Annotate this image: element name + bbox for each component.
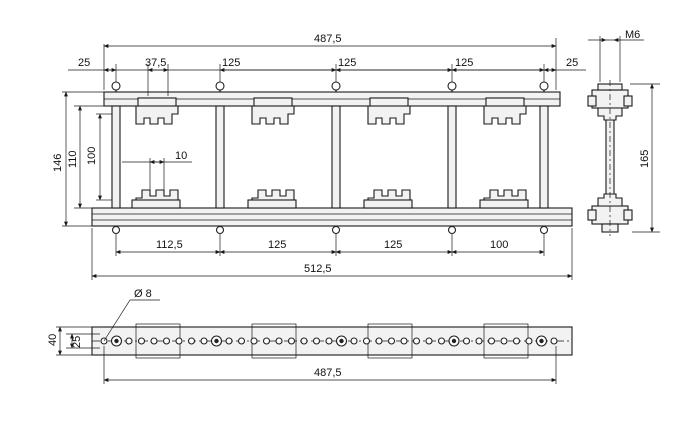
small-hole	[125, 337, 133, 345]
dim-slot: 10	[175, 150, 187, 162]
bolt-center	[114, 338, 119, 344]
small-hole	[287, 337, 296, 345]
dim-span2: 125	[338, 57, 356, 69]
front-left-dimensions: 146 110 100	[52, 91, 112, 227]
small-hole	[262, 337, 271, 345]
small-hole	[362, 337, 371, 345]
slot-dimension: 10	[122, 150, 192, 190]
small-hole	[250, 337, 258, 345]
bolt-center	[539, 338, 544, 344]
small-hole	[300, 337, 308, 345]
dim-base-width: 40	[47, 334, 59, 346]
dim-base-inner: 25	[71, 336, 83, 348]
dim-side-height: 165	[639, 150, 651, 168]
dim-bottom-span4: 100	[490, 239, 508, 251]
bolt-center	[339, 338, 344, 344]
dim-thread: M6	[625, 29, 640, 41]
dim-inner-height: 100	[86, 147, 98, 165]
front-view	[91, 81, 573, 235]
small-hole	[425, 337, 433, 345]
bottom-view	[91, 323, 573, 359]
vertical-posts	[111, 105, 549, 209]
bottom-view-dimensions: 40 25 Ø 8 487,5	[47, 288, 557, 384]
small-hole	[200, 337, 208, 345]
small-hole	[225, 337, 233, 345]
dim-hole-diameter: Ø 8	[134, 288, 152, 300]
dim-outer-height: 146	[52, 154, 64, 172]
bottom-nuts	[111, 225, 549, 235]
dim-bottom-span2: 125	[268, 239, 286, 251]
top-bolts	[111, 81, 549, 92]
small-hole	[400, 337, 408, 345]
small-hole	[437, 337, 446, 345]
bottom-clamps	[131, 189, 529, 209]
front-top-dimensions: 487,5 25 37,5 125 125 125 25	[68, 33, 586, 96]
small-hole	[550, 337, 558, 345]
small-hole	[500, 337, 508, 345]
small-hole	[237, 337, 246, 345]
small-hole	[512, 337, 521, 345]
dim-bottom-span1: 112,5	[156, 239, 183, 251]
dim-span1: 125	[222, 57, 240, 69]
base-holes	[100, 335, 558, 347]
small-hole	[175, 337, 183, 345]
dim-left-end: 25	[78, 57, 90, 69]
dim-bottom-span3: 125	[384, 239, 402, 251]
small-hole	[387, 337, 396, 345]
small-hole	[412, 337, 421, 345]
small-hole	[275, 337, 283, 345]
small-hole	[487, 337, 496, 345]
dim-mid-height: 110	[67, 150, 79, 168]
top-clamps	[135, 97, 527, 125]
dim-right-end: 25	[566, 57, 578, 69]
small-hole	[312, 337, 321, 345]
small-hole	[137, 337, 146, 345]
front-bottom-dimensions: 112,5 125 125 100 512,5	[91, 228, 573, 280]
dim-base-overall: 487,5	[314, 367, 342, 379]
side-view	[587, 80, 633, 236]
small-hole	[162, 337, 171, 345]
small-hole	[350, 337, 358, 345]
dim-span3: 125	[455, 57, 473, 69]
bolt-center	[214, 338, 219, 344]
bottom-rail	[91, 207, 573, 227]
small-hole	[475, 337, 483, 345]
small-hole	[187, 337, 196, 345]
small-hole	[525, 337, 533, 345]
small-hole	[462, 337, 471, 345]
bolt-center	[451, 338, 457, 344]
dim-bottom-overall: 512,5	[304, 263, 332, 275]
small-hole	[375, 337, 383, 345]
side-dimensions: M6 165	[588, 29, 660, 233]
dim-first: 37,5	[145, 57, 166, 69]
small-hole	[150, 337, 158, 345]
small-hole	[325, 337, 333, 345]
dim-overall-top: 487,5	[314, 33, 342, 45]
